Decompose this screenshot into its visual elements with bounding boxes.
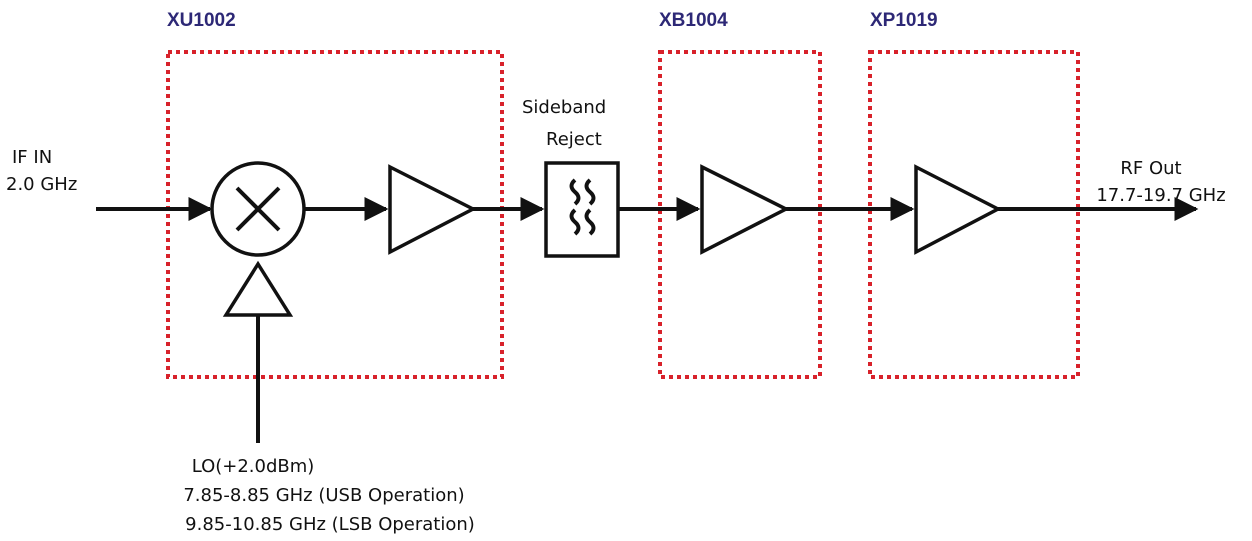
amplifier-icon [700, 164, 790, 255]
module-box-xb1004 [658, 50, 822, 379]
mixer-icon [210, 161, 306, 257]
filter-icon [544, 161, 620, 258]
amplifier-icon [388, 164, 477, 255]
part-label-xu1002: XU1002 [167, 10, 236, 31]
part-label-xp1019: XP1019 [870, 10, 938, 31]
part-label-xb1004: XB1004 [659, 10, 728, 31]
output-label: RF Out [1120, 158, 1181, 179]
filter-label: Sideband [522, 97, 606, 118]
output-frequency-label: 17.7-19.7 GHz [1096, 185, 1225, 206]
module-box-xu1002 [166, 50, 504, 379]
filter-label-2: Reject [546, 129, 602, 150]
input-label: IF IN [12, 147, 52, 168]
input-frequency-label: 2.0 GHz [6, 174, 77, 195]
lo-usb-frequency-label: 7.85-8.85 GHz (USB Operation) [183, 485, 464, 506]
module-box-xp1019 [868, 50, 1080, 379]
lo-lsb-frequency-label: 9.85-10.85 GHz (LSB Operation) [185, 514, 475, 535]
lo-amplifier-icon [222, 260, 294, 317]
amplifier-icon [914, 164, 1002, 255]
lo-label: LO(+2.0dBm) [192, 456, 315, 477]
